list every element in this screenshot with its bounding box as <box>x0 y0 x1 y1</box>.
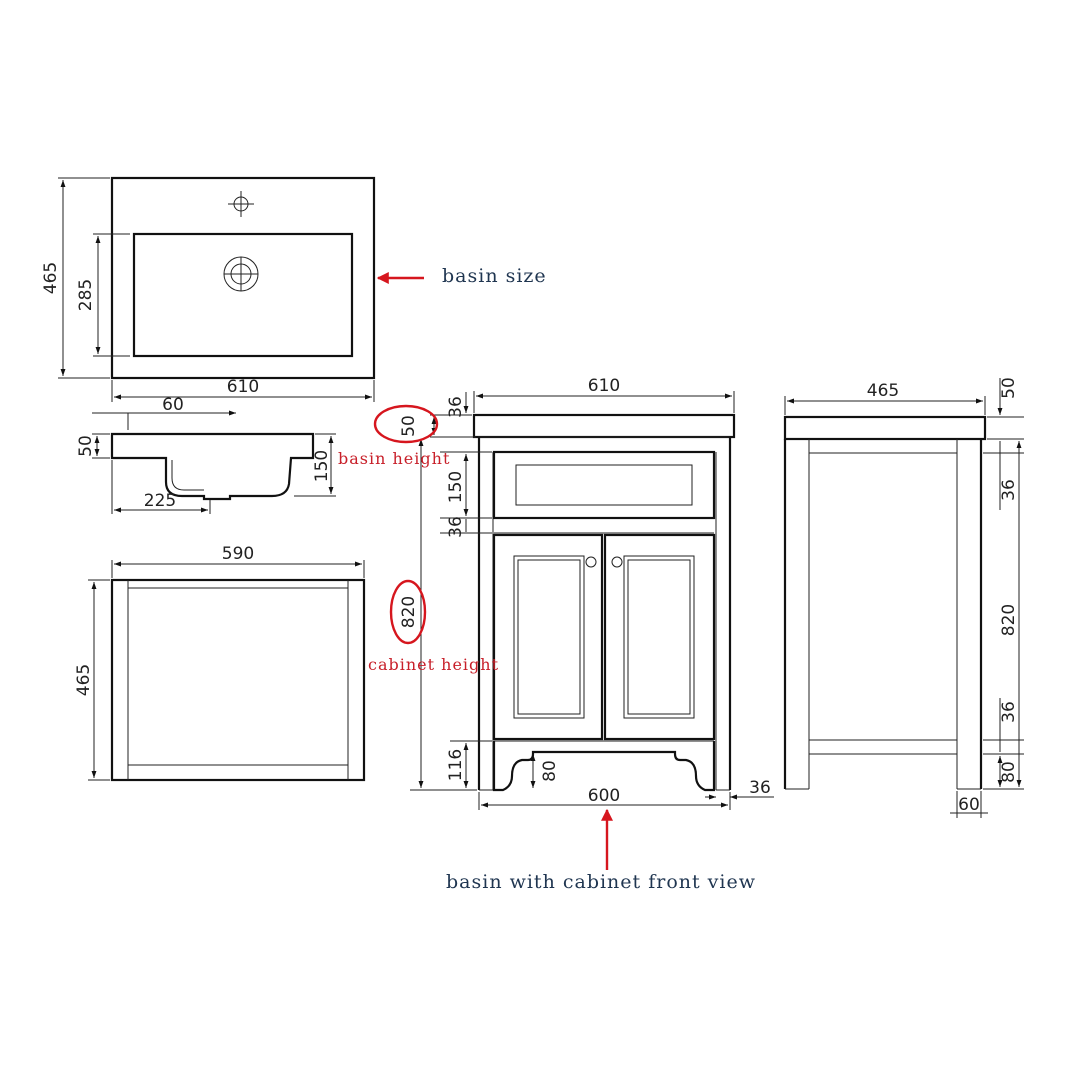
side-height-label: 820 <box>999 604 1019 636</box>
top-gap-label: 36 <box>446 396 466 418</box>
rail-label: 36 <box>446 516 466 538</box>
rim-height-label: 50 <box>76 435 96 457</box>
bowl-height-label: 150 <box>312 450 332 482</box>
cabinet-height-highlight <box>389 579 427 645</box>
waste-outlet-icon <box>223 256 259 292</box>
front-view-note: basin with cabinet front view <box>446 871 756 893</box>
front-top-width-label: 610 <box>588 376 620 396</box>
front-cabinet-height-label: 820 <box>399 596 419 628</box>
front-basin-height-label: 50 <box>399 415 419 437</box>
basin-outline <box>110 176 376 380</box>
basin-depth-label: 465 <box>41 262 61 294</box>
cabinet-height-note: cabinet height <box>368 655 499 674</box>
basin-top-view: 465 285 610 <box>41 176 376 402</box>
side-bottom-rail-label: 36 <box>999 701 1019 723</box>
basin-width-label: 610 <box>227 377 259 397</box>
basin-height-note: basin height <box>338 449 450 468</box>
side-depth-label: 465 <box>867 381 899 401</box>
bowl-depth-label: 285 <box>76 279 96 311</box>
base-width-label: 600 <box>588 786 620 806</box>
front-view: 610 36 50 150 36 820 116 80 600 36 <box>399 376 774 810</box>
side-top-rail-label: 36 <box>999 479 1019 501</box>
door-knob-icon <box>585 556 597 568</box>
basin-height-highlight <box>373 404 439 444</box>
waste-offset-label: 225 <box>144 491 176 511</box>
basin-bowl <box>132 232 354 358</box>
side-view: 465 50 36 820 36 80 60 <box>783 377 1024 818</box>
door-knob-icon <box>611 556 623 568</box>
kick-height-label: 80 <box>540 760 560 782</box>
leg-width-label: 36 <box>749 778 771 798</box>
cabinet-top-view: 590 465 <box>74 544 366 782</box>
side-basin-height-label: 50 <box>999 377 1019 399</box>
side-kick-height-label: 80 <box>999 761 1019 783</box>
tap-hole-icon <box>228 191 254 217</box>
tap-offset-label: 60 <box>162 395 184 415</box>
cabinet-depth-label: 465 <box>74 664 94 696</box>
basin-size-note: basin size <box>442 265 547 287</box>
basin-side-view: 60 50 150 225 <box>76 395 336 514</box>
drawer-height-label: 150 <box>446 471 466 503</box>
cabinet-width-label: 590 <box>222 544 254 564</box>
plinth-label: 116 <box>446 749 466 781</box>
side-leg-width-label: 60 <box>958 795 980 815</box>
